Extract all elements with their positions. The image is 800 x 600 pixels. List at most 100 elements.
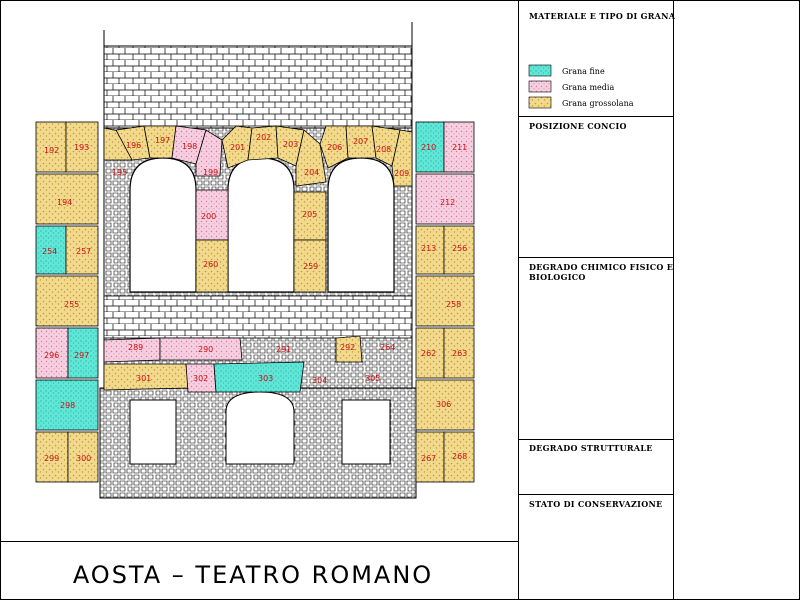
stone-307 [415,431,445,483]
stone-291 [335,335,363,363]
stone-blocks [35,121,475,483]
stone-303 [213,361,305,393]
stone-label: 200 [201,212,216,221]
stone-210 [415,121,445,173]
lower-opening-right [341,399,391,465]
stone-label: 302 [193,374,208,383]
stone-label: 301 [136,374,151,383]
stone-193 [65,121,99,173]
stone-label: 254 [42,247,57,256]
upper-arch-left [129,157,197,293]
stone-262 [415,327,445,379]
stone-label: 262 [421,349,436,358]
stone-label: 304 [312,376,327,385]
section-title-materiale: MATERIALE E TIPO DI GRANA [529,11,676,21]
stone-label: 300 [76,454,91,463]
stone-204 [295,129,327,187]
stone-299 [35,431,69,483]
stone-label: 297 [74,351,89,360]
stone-label: 211 [452,143,467,152]
stone-263 [443,327,475,379]
stone-label: 193 [74,143,89,152]
legend-swatch-grossolana [528,96,552,109]
stone-298 [35,379,99,431]
stone-label: 292 [340,343,355,352]
stone-260 [195,239,229,293]
section-title-degrado-strutturale: DEGRADO STRUTTURALE [529,443,653,453]
stone-label: 257 [76,247,91,256]
stone-194 [35,173,99,225]
stone-label: 210 [421,143,436,152]
stone-212 [415,173,475,225]
stone-label: 205 [302,210,317,219]
stone-308 [443,431,475,483]
lower-arch-center [225,391,295,465]
legend-label-media: Grana media [562,83,614,92]
upper-arch-right [327,157,395,293]
stone-192 [35,121,67,173]
stone-label: 296 [44,351,59,360]
stone-300 [67,431,99,483]
drawing-title: AOSTA – TEATRO ROMANO [73,561,433,589]
section-title-degrado-chimico-2: BIOLOGICO [529,272,586,282]
stone-label: 298 [60,401,75,410]
stone-label: 201 [230,143,245,152]
legend-label-fine: Grana fine [562,67,605,76]
section-title-degrado-chimico: DEGRADO CHIMICO FISICO E [529,262,673,272]
stone-256 [35,275,99,327]
legend-panel: MATERIALE E TIPO DI GRANA Grana fine Gra… [528,11,676,509]
stone-211 [443,121,475,173]
stone-label: 255 [64,300,79,309]
stone-label: 208 [376,145,391,154]
stone-297 [67,327,99,379]
stone-label: 197 [155,136,170,145]
stone-202 [247,125,279,161]
stone-label: 212 [440,198,455,207]
stone-label: 196 [126,141,141,150]
stone-label: 192 [44,146,59,155]
stone-label: 202 [256,133,271,142]
stone-label: 290 [198,345,213,354]
stone-255 [65,225,99,275]
stone-labels: 192 193 194 195 196 197 198 199 200 201 … [42,133,467,463]
stone-label: 264 [380,343,395,352]
upper-masonry [103,45,413,131]
stone-209 [391,129,413,187]
stone-label: 259 [303,262,318,271]
legend-label-grossolana: Grana grossolana [562,99,634,108]
stone-296 [35,327,69,379]
section-title-posizione: POSIZIONE CONCIO [529,121,627,131]
legend-swatch-media [528,80,552,93]
stone-254 [35,225,67,275]
stone-199 [195,129,223,177]
stone-label: 289 [128,343,143,352]
stone-258 [443,225,475,275]
stone-label: 194 [57,198,72,207]
stone-label: 258 [446,300,461,309]
stone-label: 306 [436,400,451,409]
stone-label: 207 [353,137,368,146]
stone-label: 195 [112,168,127,177]
stone-label: 260 [203,260,218,269]
stone-label: 204 [304,168,319,177]
stone-261 [415,275,475,327]
stone-label: 256 [452,244,467,253]
stone-label: 303 [258,374,273,383]
stone-290 [159,337,243,361]
stone-label: 263 [452,349,467,358]
stone-306 [415,379,475,431]
stone-257 [415,225,445,275]
stone-label: 268 [452,452,467,461]
upper-arch-center [227,157,295,293]
stone-label: 199 [203,168,218,177]
stone-label: 203 [283,140,298,149]
stone-label: 299 [44,454,59,463]
section-title-stato: STATO DI CONSERVAZIONE [529,499,662,509]
stone-label: 291 [276,345,291,354]
course-band [103,295,413,339]
stone-label: 209 [394,169,409,178]
stone-label: 267 [421,454,436,463]
stone-label: 305 [365,374,380,383]
stone-label: 213 [421,244,436,253]
